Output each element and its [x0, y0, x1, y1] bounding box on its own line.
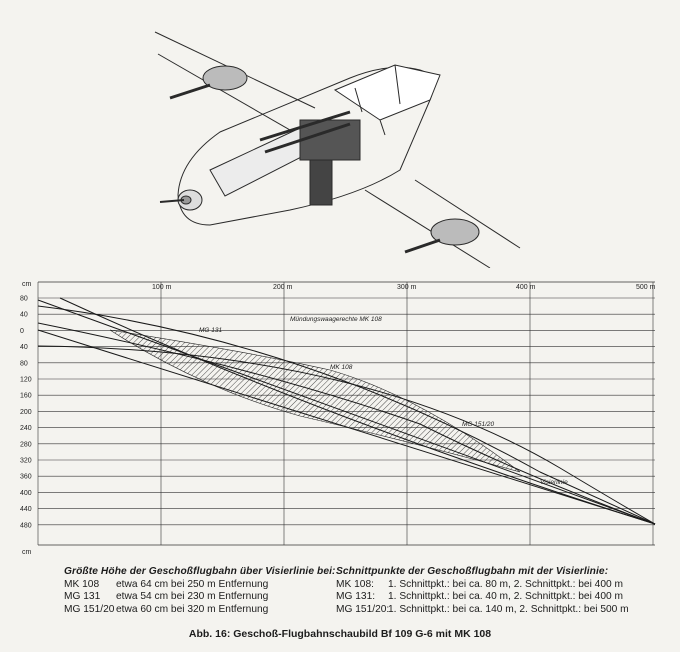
trajectory-chart: 100 m 200 m 300 m 400 m 500 m cm cm 80 40…: [20, 281, 656, 556]
mk108-axis-tag: Mündungswaagerechte MK 108: [290, 316, 382, 323]
weapon-name: MG 131:: [336, 591, 376, 602]
intersection-row: MG 151/20: 1. Schnittpkt.: bei ca. 140 m…: [336, 604, 672, 617]
weapon-name: MK 108:: [336, 578, 374, 590]
weapon-name: MK 108: [64, 578, 100, 590]
x-tick-200m: 200 m: [273, 284, 293, 291]
weapon-name: MG 131: [64, 591, 101, 602]
intersection-value: 1. Schnittpkt.: bei ca. 40 m, 2. Schnitt…: [388, 591, 623, 602]
y-unit-top: cm: [22, 281, 32, 288]
x-tick-300m: 300 m: [397, 284, 417, 291]
lower-trajectory: [59, 297, 656, 525]
max-height-notes: Größte Höhe der Geschoßflugbahn über Vis…: [64, 566, 344, 616]
y-tick-label: 0: [20, 328, 24, 335]
y-tick-label: 360: [20, 474, 32, 481]
y-tick-label: 400: [20, 490, 32, 497]
intersection-notes: Schnittpunkte der Geschoßflugbahn mit de…: [336, 566, 672, 616]
weapon-name: MG 151/20: [64, 603, 115, 615]
y-tick-label: 320: [20, 458, 32, 465]
intersection-title: Schnittpunkte der Geschoßflugbahn mit de…: [336, 566, 609, 577]
weapon-value: etwa 54 cm bei 230 m Entfernung: [116, 591, 269, 602]
y-tick-label: 80: [20, 360, 28, 367]
weapon-value: etwa 60 cm bei 320 m Entfernung: [116, 603, 269, 615]
intersection-row: MK 108: 1. Schnittpkt.: bei ca. 80 m, 2.…: [336, 579, 672, 592]
y-tick-label: 80: [20, 296, 28, 303]
mk108-trajectory: [37, 322, 656, 525]
y-tick-label: 200: [20, 409, 32, 416]
intersection-value: 1. Schnittpkt.: bei ca. 140 m, 2. Schnit…: [388, 603, 629, 615]
visierlinie-tag: Visierlinie: [540, 479, 568, 486]
max-height-row: MG 151/20 etwa 60 cm bei 320 m Entfernun…: [64, 604, 344, 617]
max-height-row: MK 108 etwa 64 cm bei 250 m Entfernung: [64, 579, 344, 592]
mg131-trajectory: [37, 305, 656, 525]
max-height-title: Größte Höhe der Geschoßflugbahn über Vis…: [64, 566, 336, 577]
mk108-muzzle-horizontal-line: [37, 299, 656, 525]
mg131-tag: MG 131: [199, 327, 223, 334]
y-tick-label: 440: [20, 506, 32, 513]
figure-caption: Abb. 16: Geschoß-Flugbahnschaubild Bf 10…: [188, 628, 492, 640]
y-tick-label: 160: [20, 393, 32, 400]
intersection-row: MG 131: 1. Schnittpkt.: bei ca. 40 m, 2.…: [336, 591, 672, 604]
y-tick-label: 120: [20, 377, 32, 384]
y-unit-bottom: cm: [22, 549, 32, 556]
y-tick-label: 280: [20, 441, 32, 448]
mg151-tag: MG 151/20: [462, 421, 495, 428]
y-tick-label: 40: [20, 312, 28, 319]
aircraft-illustration: [154, 31, 521, 268]
y-tick-label: 240: [20, 425, 32, 432]
y-tick-label: 480: [20, 522, 32, 529]
weapon-value: etwa 64 cm bei 250 m Entfernung: [116, 578, 269, 590]
max-height-row: MG 131 etwa 54 cm bei 230 m Entfernung: [64, 591, 344, 604]
mg151-trajectory: [37, 345, 656, 525]
intersection-value: 1. Schnittpkt.: bei ca. 80 m, 2. Schnitt…: [388, 578, 623, 590]
x-tick-400m: 400 m: [516, 284, 536, 291]
mk108-tag: MK 108: [330, 364, 353, 371]
x-tick-100m: 100 m: [152, 284, 172, 291]
x-tick-500m: 500 m: [636, 284, 656, 291]
y-tick-label: 40: [20, 344, 28, 351]
visierlinie-line: [37, 329, 656, 525]
weapon-name: MG 151/20:: [336, 603, 390, 615]
